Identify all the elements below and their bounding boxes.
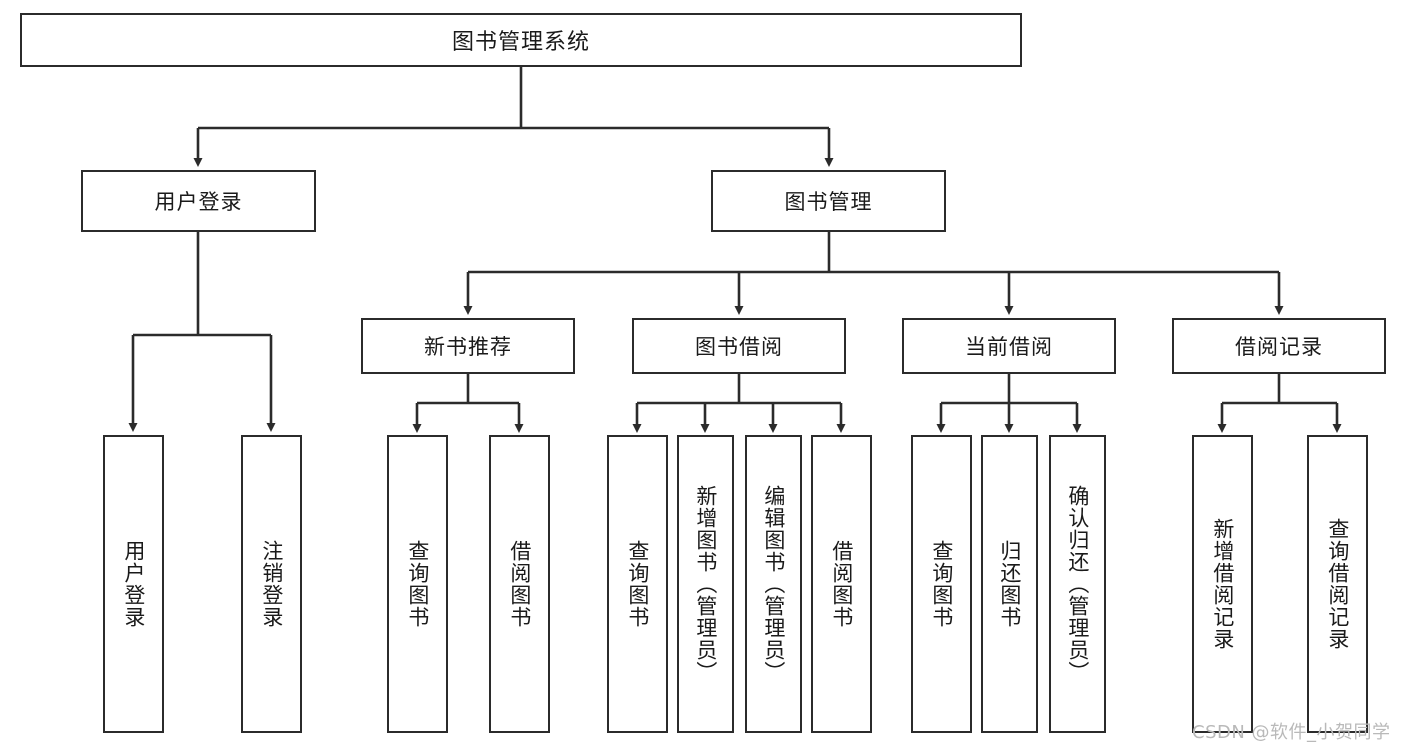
node-label: 当前借阅 [965, 335, 1053, 359]
node-label: 图书借阅 [695, 335, 783, 359]
leaf-user-login-logout[interactable]: 注销登录 [241, 435, 302, 733]
node-label: 图书管理 [784, 190, 873, 214]
node-label: 新书推荐 [424, 335, 512, 359]
leaf-borrow-record-query-record[interactable]: 查询借阅记录 [1307, 435, 1368, 733]
node-root-book-management-system[interactable]: 图书管理系统 [20, 13, 1022, 67]
node-book-borrow[interactable]: 图书借阅 [632, 318, 846, 374]
leaf-current-borrow-return-book[interactable]: 归还图书 [981, 435, 1038, 733]
node-label: 查询借阅记录 [1325, 518, 1350, 650]
watermark-text: CSDN @软件_小贺同学 [1192, 722, 1391, 743]
node-label: 查询图书 [405, 540, 430, 628]
node-label: 借阅记录 [1235, 335, 1323, 359]
node-label: 归还图书 [997, 540, 1022, 628]
leaf-book-borrow-add-book-admin[interactable]: 新增图书（管理员） [677, 435, 734, 733]
node-label: 借阅图书 [507, 540, 532, 628]
node-label: 查询图书 [625, 540, 650, 628]
node-new-book-recommend[interactable]: 新书推荐 [361, 318, 575, 374]
node-current-borrow[interactable]: 当前借阅 [902, 318, 1116, 374]
node-label: 新增借阅记录 [1210, 518, 1235, 650]
node-label: 用户登录 [121, 540, 146, 628]
leaf-current-borrow-confirm-return-admin[interactable]: 确认归还（管理员） [1049, 435, 1106, 733]
node-user-login[interactable]: 用户登录 [81, 170, 316, 232]
leaf-user-login-login[interactable]: 用户登录 [103, 435, 164, 733]
node-label: 注销登录 [259, 540, 284, 628]
node-label: 图书管理系统 [451, 30, 590, 55]
leaf-new-book-borrow-book[interactable]: 借阅图书 [489, 435, 550, 733]
csdn-watermark: CSDN @软件_小贺同学 [1192, 718, 1391, 744]
node-label: 确认归还（管理员） [1065, 485, 1090, 683]
node-book-management[interactable]: 图书管理 [711, 170, 946, 232]
node-label: 编辑图书（管理员） [761, 485, 786, 683]
leaf-book-borrow-query-book[interactable]: 查询图书 [607, 435, 668, 733]
leaf-borrow-record-add-record[interactable]: 新增借阅记录 [1192, 435, 1253, 733]
node-label: 新增图书（管理员） [693, 485, 718, 683]
node-borrow-record[interactable]: 借阅记录 [1172, 318, 1386, 374]
node-label: 借阅图书 [829, 540, 854, 628]
leaf-book-borrow-edit-book-admin[interactable]: 编辑图书（管理员） [745, 435, 802, 733]
node-label: 用户登录 [154, 190, 243, 214]
node-label: 查询图书 [929, 540, 954, 628]
leaf-book-borrow-borrow-book[interactable]: 借阅图书 [811, 435, 872, 733]
leaf-new-book-query-book[interactable]: 查询图书 [387, 435, 448, 733]
leaf-current-borrow-query-book[interactable]: 查询图书 [911, 435, 972, 733]
